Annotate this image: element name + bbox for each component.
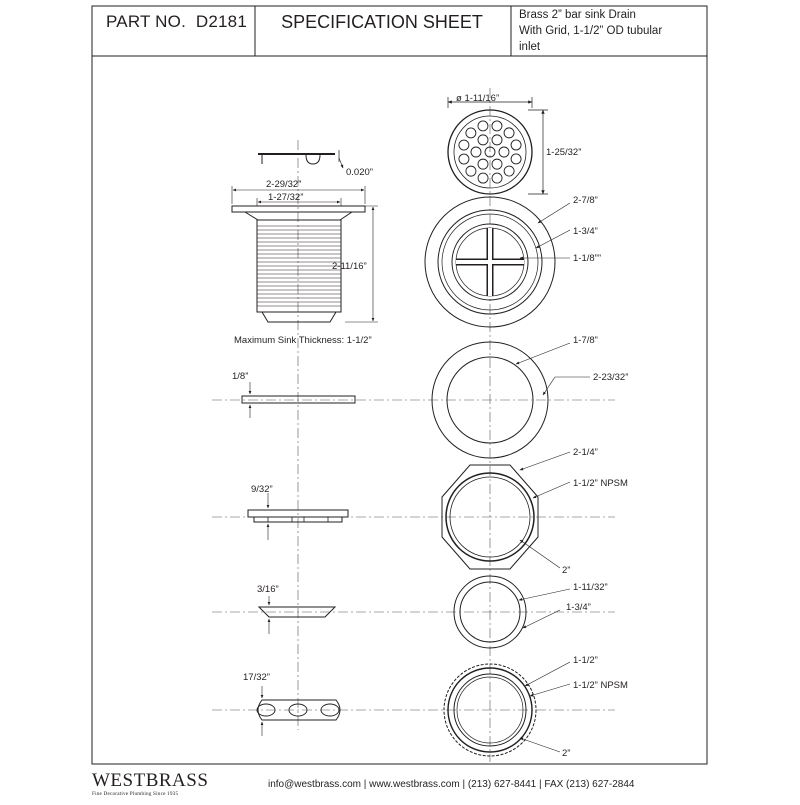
brand-tagline: Fine Decorative Plumbing Since 1935: [92, 791, 179, 797]
strainer-hole: [498, 146, 510, 158]
dim-body-outer-width: 1-27/32”: [268, 192, 303, 203]
strainer-hole: [491, 172, 503, 184]
strainer-hole: [510, 139, 522, 151]
dim-strainer-height: 1-25/32”: [546, 147, 581, 158]
brand-logo: WESTBRASS: [92, 770, 209, 791]
part-number: D2181: [195, 12, 247, 31]
dim-top-inner: 1-1/8””: [573, 253, 601, 264]
dim-top-outer: 2-7/8”: [573, 195, 598, 206]
dim-tail-outer: 2”: [562, 748, 570, 759]
dim-locknut-thread: 1-1/2” NPSM: [573, 478, 628, 489]
strainer-hole: [470, 146, 482, 158]
description-line: With Grid, 1-1/2” OD tubular: [519, 25, 663, 37]
washer-views: [257, 575, 571, 649]
dim-strainer-diameter: ø 1-11/16”: [456, 93, 499, 104]
strainer-hole: [484, 146, 496, 158]
strainer-hole: [503, 165, 515, 177]
strainer-hole: [491, 134, 503, 146]
locknut-views: [247, 451, 571, 570]
sheet-frame: [91, 5, 708, 765]
drain-body-top-view: [424, 196, 571, 328]
tailpiece-views: [256, 661, 571, 757]
description-line: Brass 2” bar sink Drain: [519, 9, 636, 21]
strainer-hole: [477, 134, 489, 146]
strainer-hole: [458, 153, 470, 165]
dim-flange-thickness: 0.020”: [346, 167, 373, 178]
max-sink-thickness: Maximum Sink Thickness: 1-1/2”: [234, 335, 372, 346]
dim-tail-thread: 1-1/2” NPSM: [573, 680, 628, 691]
dim-washer-outer: 1-3/4”: [566, 602, 591, 613]
strainer-hole: [503, 127, 515, 139]
description-line: inlet: [519, 41, 541, 53]
strainer-hole: [477, 172, 489, 184]
dim-washer-thickness: 3/16”: [257, 584, 279, 595]
product-description: Brass 2” bar sink Drain With Grid, 1-1/2…: [519, 7, 699, 55]
strainer-hole: [477, 158, 489, 170]
sheet-title: SPECIFICATION SHEET: [281, 12, 483, 32]
dim-tail-inner: 1-1/2”: [573, 655, 598, 666]
dim-gasket-outer: 2-23/32”: [593, 372, 628, 383]
dim-locknut-across: 2”: [562, 565, 570, 576]
dim-locknut-thickness: 9/32”: [251, 484, 273, 495]
strainer-hole: [465, 165, 477, 177]
dim-tail-thickness: 17/32”: [243, 672, 270, 683]
body-threads: [257, 225, 341, 307]
dim-top-middle: 1-3/4”: [573, 226, 598, 237]
strainer-hole: [510, 153, 522, 165]
drain-body-side-view: [231, 150, 378, 323]
dim-locknut-outer: 2-1/4”: [573, 447, 598, 458]
strainer-hole: [458, 139, 470, 151]
part-label: PART NO.: [106, 12, 187, 31]
gasket-views: [241, 341, 590, 459]
dim-gasket-inner: 1-7/8”: [573, 335, 598, 346]
strainer-hole: [491, 158, 503, 170]
dim-gasket-thickness: 1/8”: [232, 371, 248, 382]
dim-flange-width: 2-29/32”: [266, 179, 301, 190]
strainer-holes: [458, 120, 522, 184]
strainer-grid-view: [447, 97, 548, 195]
strainer-hole: [477, 120, 489, 132]
part-number-cell: PART NO. D2181: [106, 12, 247, 32]
dim-body-height: 2-11/16”: [332, 261, 367, 272]
contact-info: info@westbrass.com | www.westbrass.com |…: [268, 779, 635, 790]
dimension-labels: ø 1-11/16” 1-25/32” 0.020” 2-29/32” 1-27…: [232, 93, 628, 759]
dim-washer-inner: 1-11/32”: [573, 582, 608, 593]
strainer-hole: [491, 120, 503, 132]
strainer-hole: [465, 127, 477, 139]
